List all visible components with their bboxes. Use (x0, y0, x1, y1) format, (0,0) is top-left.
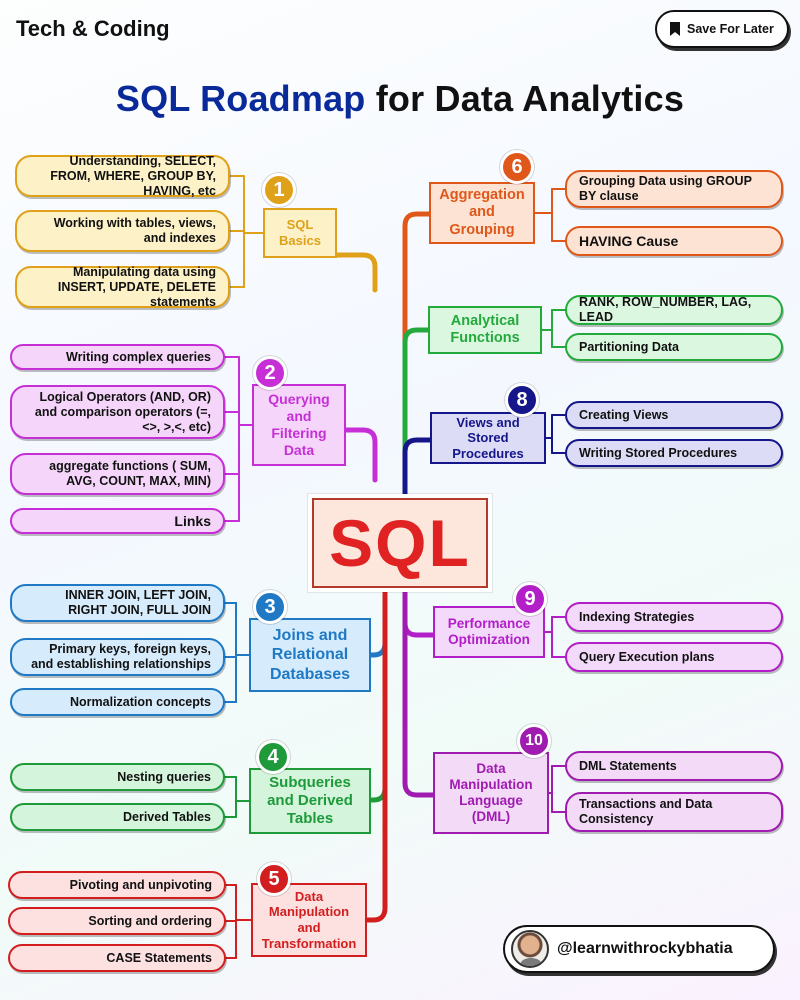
topic-number-badge-2: 2 (253, 356, 287, 390)
topic-box-8: Views and Stored Procedures (430, 412, 546, 464)
subtopic-pill-3-1: INNER JOIN, LEFT JOIN, RIGHT JOIN, FULL … (10, 584, 225, 622)
trunk-line-10 (402, 585, 436, 798)
page-title: SQL Roadmap for Data Analytics (0, 78, 800, 120)
trunk-line-8 (402, 437, 433, 501)
subtopic-pill-2-1: Writing complex queries (10, 344, 225, 370)
subtopic-pill-6-1: Grouping Data using GROUP BY clause (565, 170, 783, 208)
topic-box-6: Aggregation and Grouping (429, 182, 535, 244)
subtopic-pill-5-1: Pivoting and unpivoting (8, 871, 226, 899)
subtopic-pill-2-4: Links (10, 508, 225, 534)
topic-title-10: Data Manipulation Language (DML) (449, 760, 533, 825)
topic-number-badge-6: 6 (500, 150, 534, 184)
topic-title-7: Analytical Functions (450, 312, 520, 346)
trunk-line-9 (402, 585, 436, 638)
topic-box-10: Data Manipulation Language (DML) (433, 752, 549, 834)
topic-number-badge-9: 9 (513, 582, 547, 616)
subtopic-pill-2-2: Logical Operators (AND, OR) and comparis… (10, 385, 225, 439)
topic-box-4: Subqueries and Derived Tables (249, 768, 371, 834)
topic-number-badge-4: 4 (256, 740, 290, 774)
topic-title-5: Data Manipulation and Transformation (261, 888, 357, 951)
author-handle-text: @learnwithrockybhatia (557, 940, 733, 957)
subtopic-pill-5-3: CASE Statements (8, 944, 226, 972)
subtopic-pill-2-3: aggregate functions ( SUM, AVG, COUNT, M… (10, 453, 225, 495)
topic-title-6: Aggregation and Grouping (439, 186, 525, 238)
topic-box-7: Analytical Functions (428, 306, 542, 354)
subtopic-pill-9-1: Indexing Strategies (565, 602, 783, 632)
topic-title-1: SQL Basics (279, 217, 321, 248)
subtopic-pill-10-1: DML Statements (565, 751, 783, 781)
topic-title-9: Performance Optimization (447, 615, 531, 647)
topic-title-2: Querying and Filtering Data (268, 391, 330, 458)
topic-number-badge-1: 1 (262, 173, 296, 207)
title-rest: for Data Analytics (365, 78, 685, 119)
subtopic-pill-7-2: Partitioning Data (565, 333, 783, 361)
subtopic-pill-8-1: Creating Views (565, 401, 783, 429)
subtopic-pill-6-2: HAVING Cause (565, 226, 783, 256)
topic-title-3: Joins and Relational Databases (269, 627, 351, 683)
subtopic-pill-5-2: Sorting and ordering (8, 907, 226, 935)
topic-box-3: Joins and Relational Databases (249, 618, 371, 692)
brand-title: Tech & Coding (16, 16, 170, 41)
subtopic-pill-1-3: Manipulating data using INSERT, UPDATE, … (15, 265, 230, 309)
trunk-line-6 (402, 211, 432, 501)
topic-number-badge-8: 8 (505, 383, 539, 417)
author-handle[interactable]: @learnwithrockybhatia (503, 925, 775, 973)
save-for-later-label: Save For Later (687, 22, 774, 36)
author-avatar (511, 930, 549, 968)
topic-box-1: SQL Basics (263, 208, 337, 258)
trunk-line-3 (368, 587, 388, 658)
trunk-line-2 (343, 427, 378, 483)
trunk-line-1 (334, 252, 378, 293)
center-sql-box: SQL (312, 498, 488, 588)
subtopic-pill-4-2: Derived Tables (10, 803, 225, 831)
bookmark-icon (670, 22, 680, 36)
subtopic-pill-3-3: Normalization concepts (10, 688, 225, 716)
topic-title-4: Subqueries and Derived Tables (267, 774, 353, 827)
topic-box-5: Data Manipulation and Transformation (251, 883, 367, 957)
subtopic-pill-9-2: Query Execution plans (565, 642, 783, 672)
title-highlight: SQL Roadmap (115, 78, 366, 119)
topic-number-badge-3: 3 (253, 590, 287, 624)
subtopic-pill-1-2: Working with tables, views, and indexes (15, 210, 230, 252)
save-for-later-button[interactable]: Save For Later (655, 10, 789, 48)
subtopic-pill-7-1: RANK, ROW_NUMBER, LAG, LEAD (565, 295, 783, 325)
trunk-line-4 (368, 587, 388, 803)
topic-number-badge-10: 10 (517, 724, 551, 758)
subtopic-pill-1-1: Understanding, SELECT, FROM, WHERE, GROU… (15, 154, 230, 198)
topic-number-badge-5: 5 (257, 862, 291, 896)
subtopic-pill-10-2: Transactions and Data Consistency (565, 792, 783, 832)
topic-box-2: Querying and Filtering Data (252, 384, 346, 466)
subtopic-pill-3-2: Primary keys, foreign keys, and establis… (10, 638, 225, 676)
subtopic-pill-4-1: Nesting queries (10, 763, 225, 791)
trunk-line-7 (402, 327, 431, 501)
subtopic-pill-8-2: Writing Stored Procedures (565, 439, 783, 467)
topic-title-8: Views and Stored Procedures (452, 414, 524, 461)
